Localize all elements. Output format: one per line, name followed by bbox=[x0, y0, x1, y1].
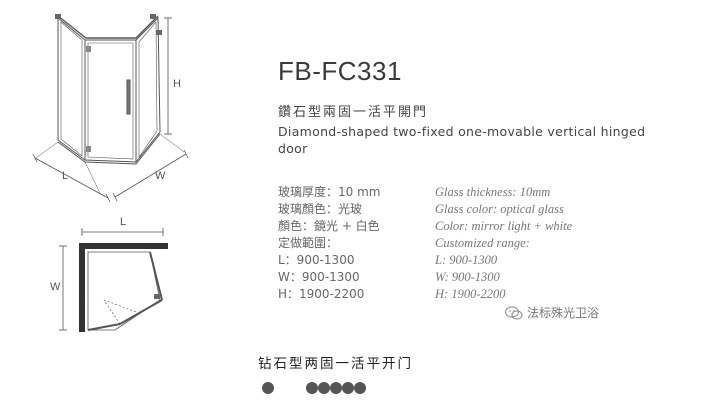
spec-w-en: W: 900-1300 bbox=[435, 270, 500, 284]
height-label: H bbox=[173, 78, 181, 90]
pagination-dot[interactable] bbox=[342, 382, 354, 394]
right-fixed-panel bbox=[135, 16, 161, 164]
spec-list-en: Glass thickness: 10mm Glass color: optic… bbox=[435, 184, 572, 303]
door-handle bbox=[126, 79, 131, 115]
spec-color-en: Color: mirror light + white bbox=[435, 219, 573, 233]
spec-l-zh: L：900-1300 bbox=[278, 253, 355, 267]
spec-l-en: L: 900-1300 bbox=[435, 253, 498, 267]
spec-h-en: H: 1900-2200 bbox=[435, 287, 506, 301]
watermark-text: 法标殊光卫浴 bbox=[527, 306, 600, 320]
spec-glass-thickness-zh: 玻璃厚度：10 mm bbox=[278, 185, 381, 199]
spec-glass-thickness-en: Glass thickness: 10mm bbox=[435, 185, 551, 199]
model-number: FB-FC331 bbox=[278, 56, 402, 86]
width-label: W bbox=[155, 170, 166, 182]
length-label: L bbox=[62, 170, 69, 182]
pagination-dot[interactable] bbox=[354, 382, 366, 394]
spec-list-zh: 玻璃厚度：10 mm 玻璃顏色：光玻 顏色：鏡光 + 白色 定做範圍： L：90… bbox=[278, 184, 380, 303]
pagination-dots bbox=[262, 382, 366, 394]
wechat-icon bbox=[505, 306, 523, 319]
product-name-zh: 鑽石型兩固一活平開門 bbox=[278, 105, 429, 120]
caption: 钻石型两固一活平开门 bbox=[258, 356, 413, 372]
pagination-dot[interactable] bbox=[330, 382, 342, 394]
pagination-dot[interactable] bbox=[262, 382, 274, 394]
enclosure-plan-drawing bbox=[59, 228, 168, 332]
plan-length-label: L bbox=[120, 216, 127, 228]
watermark: 法标殊光卫浴 bbox=[505, 304, 599, 321]
spec-w-zh: W：900-1300 bbox=[278, 270, 360, 284]
spec-glass-color-zh: 玻璃顏色：光玻 bbox=[278, 202, 363, 216]
spec-custom-range-zh: 定做範圍： bbox=[278, 236, 339, 250]
spec-h-zh: H：1900-2200 bbox=[278, 287, 365, 301]
plan-width-label: W bbox=[50, 281, 61, 293]
pagination-dot[interactable] bbox=[306, 382, 318, 394]
spec-custom-range-en: Customized range: bbox=[435, 236, 530, 250]
product-name-en: Diamond-shaped two-fixed one-movable ver… bbox=[278, 124, 646, 156]
spec-color-zh: 顏色：鏡光 + 白色 bbox=[278, 219, 380, 233]
spec-glass-color-en: Glass color: optical glass bbox=[435, 202, 564, 216]
pagination-dot[interactable] bbox=[318, 382, 330, 394]
